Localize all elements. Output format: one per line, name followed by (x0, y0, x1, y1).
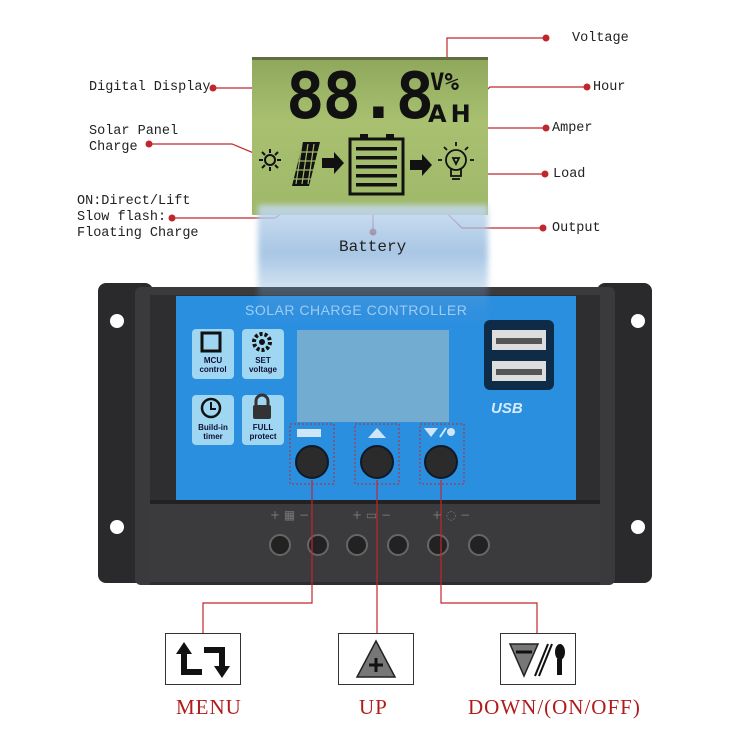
sun-icon (259, 149, 281, 171)
up-plus-triangle-icon (355, 639, 397, 678)
menu-label: MENU (176, 695, 242, 719)
mount-hole-icon (631, 520, 645, 534)
lcd-unit-ah: AH (428, 100, 475, 128)
label-output: Output (552, 221, 601, 236)
solar-panel-icon (289, 142, 320, 186)
lcd-icons (259, 134, 474, 196)
menu-button-icon-box (165, 633, 241, 685)
label-hour: Hour (593, 80, 626, 95)
device-lcd-window (297, 330, 449, 422)
down-minus-onoff-icon (508, 643, 565, 678)
battery-icon (348, 134, 405, 196)
charge-arrow-icon (322, 152, 344, 174)
label-solar-panel-line2: Charge (89, 140, 138, 155)
label-voltage: Voltage (572, 31, 629, 46)
terminal-label-solar: + ▦ − (270, 508, 310, 522)
device-menu-button (295, 445, 329, 479)
down-onoff-label: DOWN/(ON/OFF) (468, 695, 641, 719)
usb-label: USB (491, 400, 523, 417)
mount-hole-icon (110, 314, 124, 328)
label-digital-display: Digital Display (89, 80, 211, 95)
label-direct-line1: ON:Direct/Lift (77, 194, 191, 209)
clock-icon (200, 397, 222, 419)
lightbulb-icon (438, 142, 474, 180)
label-battery: Battery (339, 238, 407, 256)
gear-icon (252, 332, 272, 352)
device-up-button (360, 445, 394, 479)
label-amper: Amper (552, 121, 593, 136)
mount-hole-icon (110, 520, 124, 534)
label-load: Load (553, 167, 586, 182)
chip-icon (200, 331, 222, 353)
terminal-label-battery: + ▭ − (352, 508, 392, 522)
lcd-unit-v-percent: V% (430, 68, 459, 96)
lock-icon (254, 393, 270, 405)
label-direct-line3: Floating Charge (77, 226, 199, 241)
mount-hole-icon (631, 314, 645, 328)
lcd-digits: 88.8 (286, 60, 434, 134)
terminal-label-load: + ◌ − (432, 508, 471, 522)
label-direct-line2: Slow flash: (77, 210, 167, 225)
device-down-button (424, 445, 458, 479)
label-solar-panel-line1: Solar Panel (89, 124, 179, 139)
output-arrow-icon (410, 154, 432, 176)
terminal-screws (269, 534, 490, 556)
up-button-icon-box (338, 633, 414, 685)
down-button-icon-box (500, 633, 576, 685)
up-label: UP (359, 695, 388, 719)
menu-cycle-icon (176, 642, 230, 678)
lcd-glow (258, 205, 488, 325)
lcd-display: 88.8 V% AH (252, 57, 488, 215)
